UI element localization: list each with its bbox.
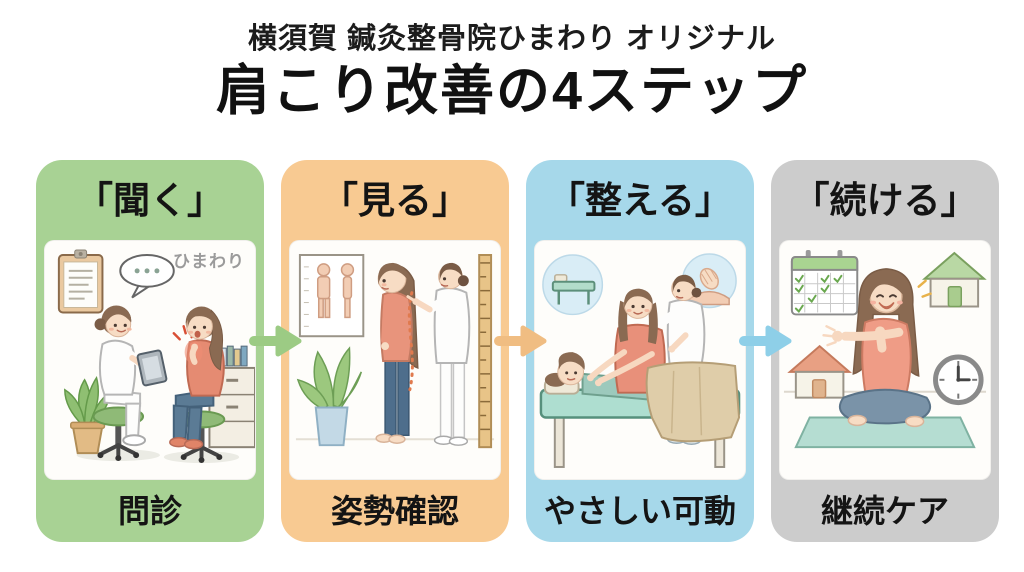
consultation-illustration [57, 249, 255, 464]
step-panel-continue: 「続ける」 [771, 160, 999, 542]
step-label-posture-check: 姿勢確認 [330, 493, 459, 529]
step-label-continuous-care: 継続ケア [820, 493, 949, 529]
page-title: 肩こり改善の4ステップ [215, 61, 809, 121]
plant-icon [296, 346, 363, 447]
arrow-right-icon [739, 321, 793, 361]
woman-figure [822, 268, 932, 428]
step-header-listen: 「聞く」 [76, 179, 224, 221]
step-card-look [289, 240, 501, 480]
therapist-figure [94, 305, 168, 447]
ruler-icon [478, 254, 493, 449]
step-panel-listen: 「聞く」 [36, 160, 264, 542]
step-card-listen: ひまわり [44, 240, 256, 480]
patient-figure [169, 306, 225, 450]
arrow-right-icon [494, 321, 548, 361]
step-panel-adjust: 「整える」 [526, 160, 754, 542]
tablet-icon [136, 349, 168, 387]
therapist-figure [406, 262, 471, 446]
step-label-monshin: 問診 [117, 493, 182, 529]
massage-table-inset-icon [542, 254, 604, 316]
posture-chart-icon [298, 254, 365, 338]
gentle-mobilization-illustration [539, 253, 741, 468]
step-label-gentle-mobilization: やさしい可動 [543, 493, 736, 529]
step-panel-look: 「見る」 [281, 160, 509, 542]
posture-check-illustration [295, 254, 495, 449]
arrow-right-icon [249, 321, 303, 361]
step-header-continue: 「続ける」 [792, 179, 978, 221]
himawari-watermark: ひまわり [173, 252, 245, 271]
blanket [645, 361, 741, 443]
step-card-adjust [534, 240, 746, 480]
sparkle-marks [917, 279, 932, 298]
house-icon [787, 344, 852, 399]
clipboard-icon [57, 249, 104, 314]
step-header-look: 「見る」 [321, 179, 469, 221]
step-card-continue [779, 240, 991, 480]
patient-figure [375, 262, 419, 444]
calendar-icon [790, 250, 859, 316]
spine-check-line [407, 291, 414, 392]
clinic-subtitle: 横須賀 鍼灸整骨院ひまわり オリジナル [247, 23, 777, 55]
house-icon [921, 251, 987, 308]
clock-icon [933, 354, 984, 406]
home-care-illustration [783, 250, 987, 449]
step-header-adjust: 「整える」 [548, 179, 732, 221]
speech-bubble-icon [119, 254, 175, 299]
